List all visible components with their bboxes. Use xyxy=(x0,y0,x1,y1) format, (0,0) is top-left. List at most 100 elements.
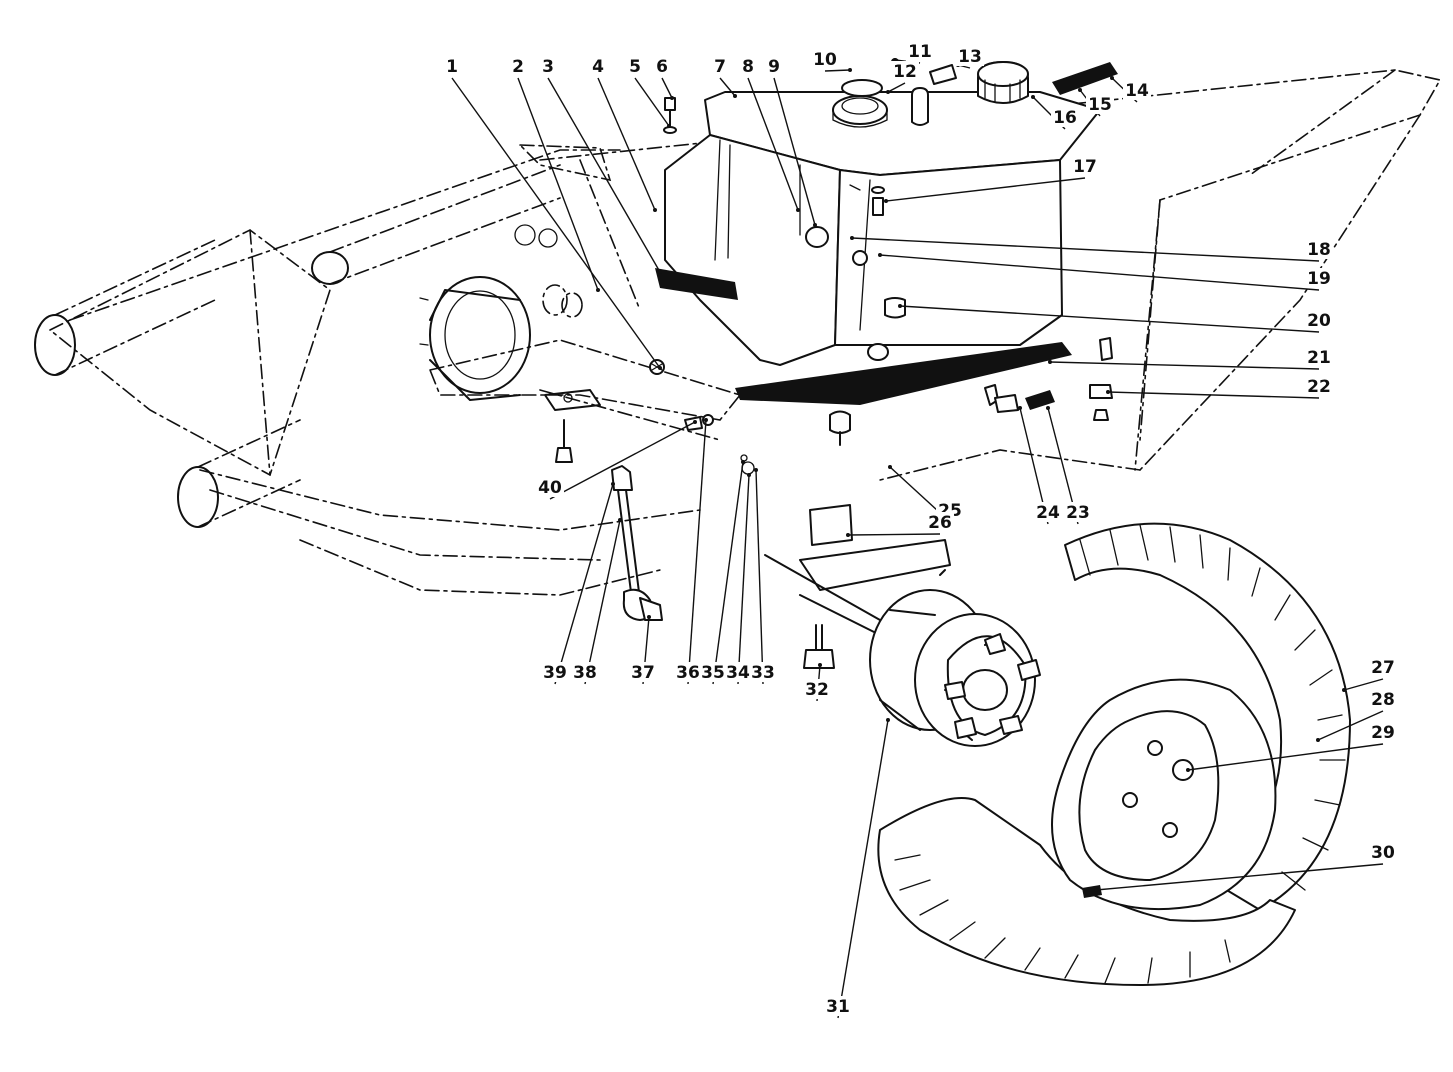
leader-dot-9 xyxy=(813,223,817,227)
callout-36: 36 xyxy=(676,663,700,683)
leader-line-9 xyxy=(773,77,816,226)
callout-18: 18 xyxy=(1307,240,1331,260)
leader-dot-10 xyxy=(848,68,852,72)
leader-dot-40 xyxy=(693,420,697,424)
callout-bg-15 xyxy=(1086,94,1114,114)
leader-dot-5 xyxy=(667,124,671,128)
leader-line-17 xyxy=(885,177,1086,202)
rear-tire-assembly xyxy=(877,522,1351,986)
leader-dot-18 xyxy=(850,236,854,240)
leader-line-6 xyxy=(661,77,673,99)
callout-40: 40 xyxy=(538,478,562,498)
callout-bg-6 xyxy=(648,56,676,76)
callout-8: 8 xyxy=(742,57,754,77)
callout-bg-33 xyxy=(749,662,777,682)
leader-dot-31 xyxy=(886,718,890,722)
leader-line-31 xyxy=(837,719,889,1019)
callout-bg-35 xyxy=(699,662,727,682)
callout-28: 28 xyxy=(1371,690,1395,710)
leader-line-2 xyxy=(517,77,599,291)
callout-39: 39 xyxy=(543,663,567,683)
callout-bg-19 xyxy=(1305,268,1333,288)
leader-dot-22 xyxy=(1106,390,1110,394)
callout-10: 10 xyxy=(813,50,837,70)
callout-bg-10 xyxy=(811,49,839,69)
callout-30: 30 xyxy=(1371,843,1395,863)
callout-24: 24 xyxy=(1036,503,1060,523)
callout-1: 1 xyxy=(446,57,458,77)
leader-dot-6 xyxy=(670,96,674,100)
leader-dot-3 xyxy=(658,270,662,274)
callout-38: 38 xyxy=(573,663,597,683)
leader-dot-34 xyxy=(747,473,751,477)
leader-line-22 xyxy=(1107,391,1320,399)
callout-bg-37 xyxy=(629,662,657,682)
leader-dot-17 xyxy=(884,199,888,203)
callout-bg-34 xyxy=(724,662,752,682)
callout-6: 6 xyxy=(656,57,668,77)
callout-bg-16 xyxy=(1051,107,1079,127)
chassis-frame xyxy=(34,69,1442,596)
leader-dot-39 xyxy=(611,482,615,486)
leader-dot-29 xyxy=(1186,768,1190,772)
callout-35: 35 xyxy=(701,663,725,683)
callout-bg-38 xyxy=(571,662,599,682)
leader-line-29 xyxy=(1187,743,1384,771)
callout-bg-21 xyxy=(1305,347,1333,367)
callout-17: 17 xyxy=(1073,157,1097,177)
callout-bg-8 xyxy=(734,56,762,76)
leader-line-8 xyxy=(747,77,799,211)
callout-7: 7 xyxy=(714,57,726,77)
rear-axle xyxy=(764,504,951,636)
callout-bg-40 xyxy=(536,477,564,497)
callout-16: 16 xyxy=(1053,108,1077,128)
leader-dot-14 xyxy=(1110,76,1114,80)
callout-bg-1 xyxy=(438,56,466,76)
leader-dot-15 xyxy=(1078,88,1082,92)
leader-line-36 xyxy=(687,419,707,685)
callout-bg-7 xyxy=(706,56,734,76)
leader-dot-28 xyxy=(1316,738,1320,742)
leader-dot-12 xyxy=(886,90,890,94)
callout-bg-13 xyxy=(956,46,984,66)
leader-line-33 xyxy=(755,469,764,685)
leader-dot-4 xyxy=(653,208,657,212)
callout-23: 23 xyxy=(1066,503,1090,523)
leader-line-10 xyxy=(824,69,851,72)
leader-dot-21 xyxy=(1048,360,1052,364)
callout-31: 31 xyxy=(826,997,850,1017)
leader-line-34 xyxy=(737,474,750,685)
front-axle-bracket xyxy=(428,224,742,441)
callout-15: 15 xyxy=(1088,95,1112,115)
leader-dot-35 xyxy=(741,460,745,464)
leader-dot-1 xyxy=(658,366,662,370)
leader-line-3 xyxy=(547,77,661,273)
leader-line-12 xyxy=(887,82,906,93)
leader-dot-38 xyxy=(618,518,622,522)
callout-bg-28 xyxy=(1369,689,1397,709)
callout-bg-17 xyxy=(1071,156,1099,176)
callout-bg-2 xyxy=(504,56,532,76)
callout-21: 21 xyxy=(1307,348,1331,368)
callout-bg-5 xyxy=(621,56,649,76)
leader-line-26 xyxy=(847,533,941,536)
callout-3: 3 xyxy=(542,57,554,77)
rear-hub-drum xyxy=(869,589,1041,747)
callout-20: 20 xyxy=(1307,311,1331,331)
leader-line-5 xyxy=(634,77,670,127)
callout-bg-9 xyxy=(760,56,788,76)
leader-dot-32 xyxy=(818,663,822,667)
callout-bg-39 xyxy=(541,662,569,682)
callout-bg-22 xyxy=(1305,376,1333,396)
callout-29: 29 xyxy=(1371,723,1395,743)
callout-bg-36 xyxy=(674,662,702,682)
callout-32: 32 xyxy=(805,680,829,700)
callout-12: 12 xyxy=(893,62,917,82)
leader-dot-27 xyxy=(1342,688,1346,692)
callout-34: 34 xyxy=(726,663,750,683)
leader-dot-19 xyxy=(878,253,882,257)
fuel-line-rod xyxy=(611,465,663,621)
callout-bg-31 xyxy=(824,996,852,1016)
callout-bg-11 xyxy=(906,41,934,61)
